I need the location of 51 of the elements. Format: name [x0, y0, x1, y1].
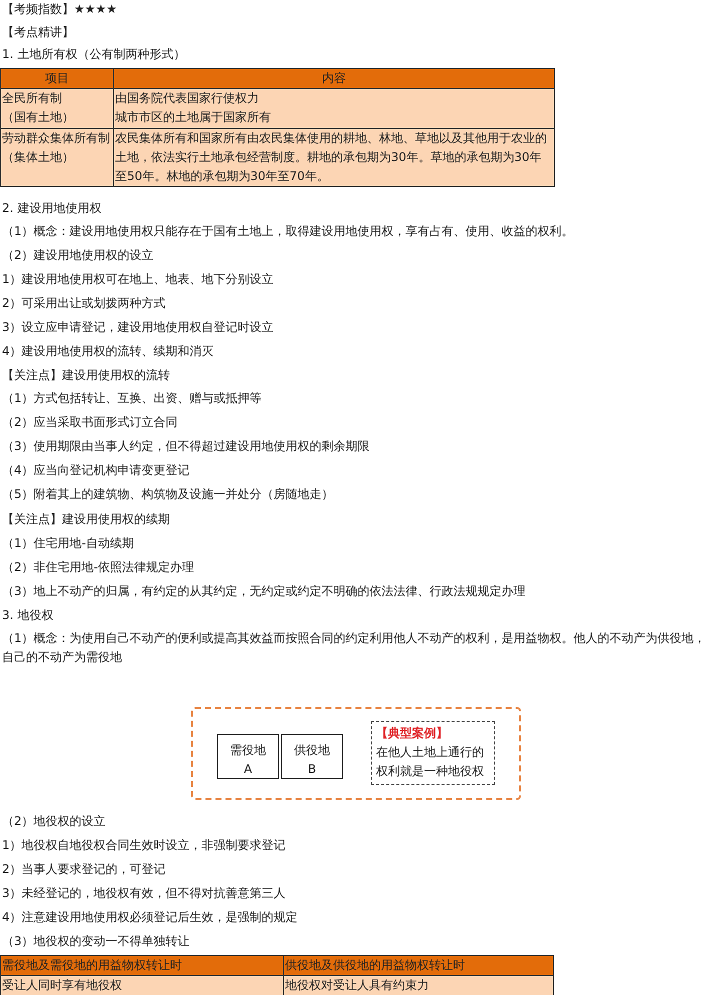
- paragraph: 4）注意建设用地使用权必须登记后生效，是强制的规定: [2, 909, 298, 926]
- cell-text: 全民所有制: [2, 90, 63, 107]
- header-cell: 项目: [0, 68, 114, 88]
- cell-text: 由国务院代表国家行使权力: [115, 90, 260, 107]
- header-cell: 需役地及需役地的用益物权转让时: [0, 956, 284, 976]
- cell-text: 城市市区的土地属于国家所有: [115, 109, 272, 126]
- land-box: [281, 734, 343, 779]
- paragraph: 3）未经登记的，地役权有效，但不得对抗善意第三人: [2, 885, 286, 902]
- header-cell: 内容: [114, 68, 554, 88]
- paragraph: 2）当事人要求登记的，可登记: [2, 861, 166, 878]
- node-text: 供役地: [293, 742, 331, 759]
- paragraph: 2）可采用出让或划拨两种方式: [2, 295, 166, 312]
- paragraph: （2）应当采取书面形式订立合同: [2, 414, 178, 431]
- paragraph: 3）设立应申请登记，建设用地使用权自登记时设立: [2, 319, 274, 336]
- paragraph: （5）附着其上的建筑物、构筑物及设施一并处分（房随地走）: [2, 486, 334, 503]
- paragraph: （2）非住宅用地-依照法律规定办理: [2, 559, 194, 576]
- section-heading: 3. 地役权: [2, 607, 54, 624]
- table-cell: 地役权对受让人具有约束力: [284, 976, 554, 995]
- section-heading: 1. 土地所有权（公有制两种形式）: [2, 46, 186, 63]
- paragraph: （3）地上不动产的归属，有约定的从其约定，无约定或约定不明确的依法法律、行政法规规定办理: [2, 583, 526, 600]
- dashed-frame: [191, 707, 521, 800]
- node-text: A: [242, 761, 254, 778]
- case-box: [371, 721, 495, 785]
- paragraph: （4）应当向登记机构申请变更登记: [2, 462, 190, 479]
- paragraph: （3）地役权的变动一不得单独转让: [2, 933, 190, 950]
- header-cell: 供役地及供役地的用益物权转让时: [284, 956, 554, 976]
- paragraph: （1）方式包括转让、互换、出资、赠与或抵押等: [2, 390, 262, 407]
- case-heading: 【典型案例】: [376, 725, 449, 742]
- heading: 【考点精讲】: [2, 24, 74, 41]
- heading: 【关注点】建设用使用权的流转: [2, 367, 170, 384]
- paragraph: （3）使用期限由当事人约定，但不得超过建设用地使用权的剩余期限: [2, 438, 370, 455]
- table-cell: 受让人同时享有地役权: [0, 976, 284, 995]
- heading: 【考频指数】★★★★: [2, 1, 118, 18]
- node-text: 需役地: [229, 742, 267, 759]
- land-box: [217, 734, 279, 779]
- paragraph: （2）地役权的设立: [2, 813, 106, 830]
- paragraph: （1）概念：建设用地使用权只能存在于国有土地上，取得建设用地使用权，享有占有、使用、收益的权利。: [2, 223, 574, 240]
- node-text: 在他人土地上通行的权利就是一种地役权: [376, 744, 485, 780]
- cell-text: 劳动群众集体所有制: [2, 130, 111, 147]
- paragraph: （1）概念：为使用自己不动产的便利或提高其效益而按照合同的约定利用他人不动产的权利，是用益物权。他人的不动产为供役地，自己的不动产为需役地: [2, 630, 707, 666]
- cell-text: （集体土地）: [2, 149, 75, 166]
- heading: 【关注点】建设用使用权的续期: [2, 511, 170, 528]
- paragraph: （2）建设用地使用权的设立: [2, 247, 154, 264]
- paragraph: 4）建设用地使用权的流转、续期和消灭: [2, 343, 214, 360]
- cell-text: （国有土地）: [2, 109, 75, 126]
- table-cell: 农民集体所有和国家所有由农民集体使用的耕地、林地、草地以及其他用于农业的土地，依法实行土地承包经营制度。耕地的承包期为30年。草地的承包期为30年至50年。林地的承包期为30年至70年。: [114, 128, 554, 186]
- paragraph: 1）地役权自地役权合同生效时设立，非强制要求登记: [2, 837, 286, 854]
- paragraph: （1）住宅用地-自动续期: [2, 535, 134, 552]
- paragraph: 1）建设用地使用权可在地上、地表、地下分别设立: [2, 271, 274, 288]
- section-heading: 2. 建设用地使用权: [2, 200, 102, 217]
- node-text: B: [306, 761, 318, 778]
